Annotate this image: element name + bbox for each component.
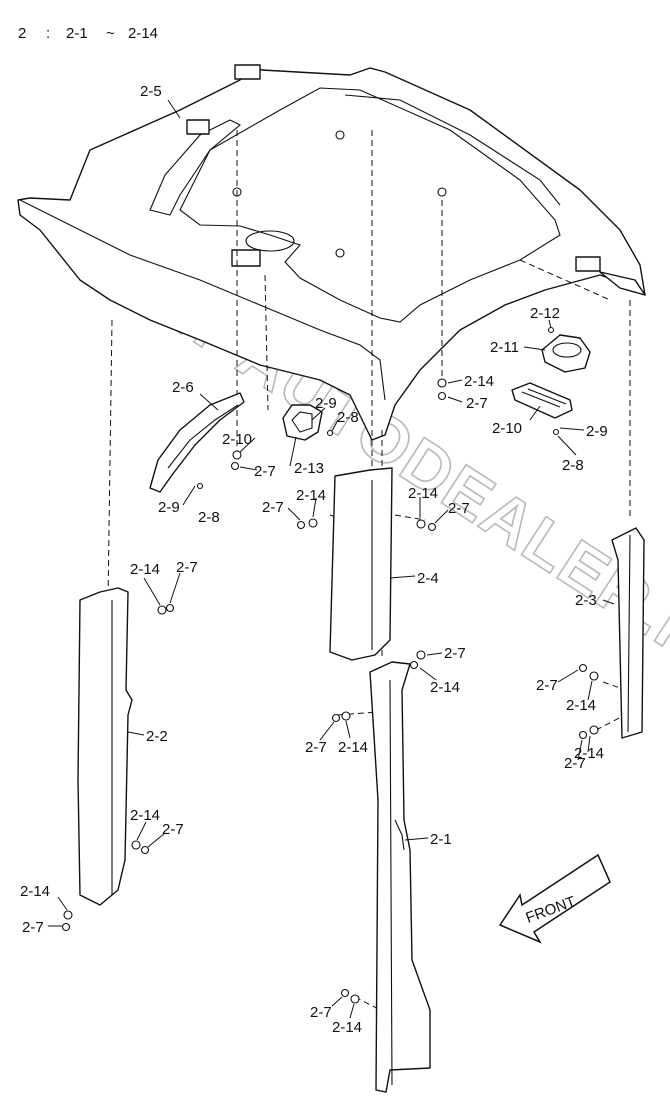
callout-2-9: 2-9 [586,423,608,440]
bolt-icon [437,391,447,401]
callout-2-7: 2-7 [262,499,284,516]
washer-icon [341,711,351,721]
washer-icon [308,518,318,528]
header-tilde: ~ [106,25,115,42]
headliner-part-2-5 [17,64,646,441]
bolt-icon [578,663,588,673]
callout-2-6: 2-6 [172,379,194,396]
screw-icon [196,482,204,490]
callout-2-10: 2-10 [492,420,522,437]
callout-2-14: 2-14 [130,807,160,824]
bolt-icon [409,660,419,670]
callout-2-7: 2-7 [176,559,198,576]
washer-icon [350,994,360,1004]
callout-2-2: 2-2 [146,728,168,745]
header-range-start: 2-1 [66,25,88,42]
header: 2 : 2-1 ~ 2-14 [18,25,158,42]
callout-2-7: 2-7 [305,739,327,756]
front-direction-arrow: FRONT [498,853,611,944]
callout-2-7: 2-7 [254,463,276,480]
header-range-end: 2-14 [128,25,158,42]
handle-part-2-13 [282,404,323,441]
callout-2-4: 2-4 [417,570,439,587]
callout-2-8: 2-8 [337,409,359,426]
bolt-icon [230,461,240,471]
callout-2-14: 2-14 [574,745,604,762]
header-group: 2 [18,25,26,42]
washer-icon [416,519,426,529]
callout-2-9: 2-9 [158,499,180,516]
callout-2-7: 2-7 [310,1004,332,1021]
washer-icon [416,650,426,660]
bolt-icon [340,988,350,998]
speaker-part-2-11 [541,334,591,373]
pillar-trim-part-2-4 [329,467,393,661]
callout-2-1: 2-1 [430,831,452,848]
bolt-icon [296,520,306,530]
callout-2-12: 2-12 [530,305,560,322]
pillar-trim-part-2-2 [77,587,133,906]
callout-2-14: 2-14 [332,1019,362,1036]
bolt-icon [165,603,175,613]
callout-2-3: 2-3 [575,592,597,609]
header-separator: : [46,25,50,42]
screw-icon [552,428,560,436]
callout-2-7: 2-7 [466,395,488,412]
callout-2-14: 2-14 [430,679,460,696]
washer-icon [157,605,167,615]
grille-part-2-10 [511,382,573,419]
callout-2-14: 2-14 [338,739,368,756]
callout-2-8: 2-8 [562,457,584,474]
washer-icon [232,450,242,460]
bolt-icon [578,730,588,740]
callout-2-5: 2-5 [140,83,162,100]
callout-2-14: 2-14 [566,697,596,714]
callout-2-14: 2-14 [408,485,438,502]
callout-2-7: 2-7 [536,677,558,694]
callout-2-7: 2-7 [444,645,466,662]
callout-2-14: 2-14 [20,883,50,900]
callout-2-13: 2-13 [294,460,324,477]
bolt-icon [61,922,71,932]
washer-icon [131,840,141,850]
callout-labels: 2-5 2-12 2-11 2-14 2-7 2-10 2-9 2-8 2-6 … [20,83,608,1036]
callout-2-7: 2-7 [22,919,44,936]
trim-part-2-6 [149,392,245,493]
callout-2-9: 2-9 [315,395,337,412]
callout-2-14: 2-14 [296,487,326,504]
assembly-lines [107,130,641,1026]
washer-icon [589,725,599,735]
callout-2-14: 2-14 [130,561,160,578]
fasteners [61,326,599,1004]
washer-icon [437,378,447,388]
callout-2-7: 2-7 [448,500,470,517]
washer-icon [63,910,73,920]
bolt-icon [140,845,150,855]
callout-2-11: 2-11 [490,339,519,356]
callout-2-7: 2-7 [162,821,184,838]
pillar-trim-part-2-3 [611,527,645,739]
pillar-trim-part-2-1 [369,661,431,1093]
screw-icon [547,326,555,334]
callout-2-7: 2-7 [564,755,586,772]
washer-icon [589,671,599,681]
bolt-icon [331,713,341,723]
callout-2-10: 2-10 [222,431,252,448]
callout-2-14: 2-14 [464,373,494,390]
screw-icon [326,429,334,437]
bolt-icon [427,522,437,532]
callout-2-8: 2-8 [198,509,220,526]
leader-lines [48,99,615,1019]
